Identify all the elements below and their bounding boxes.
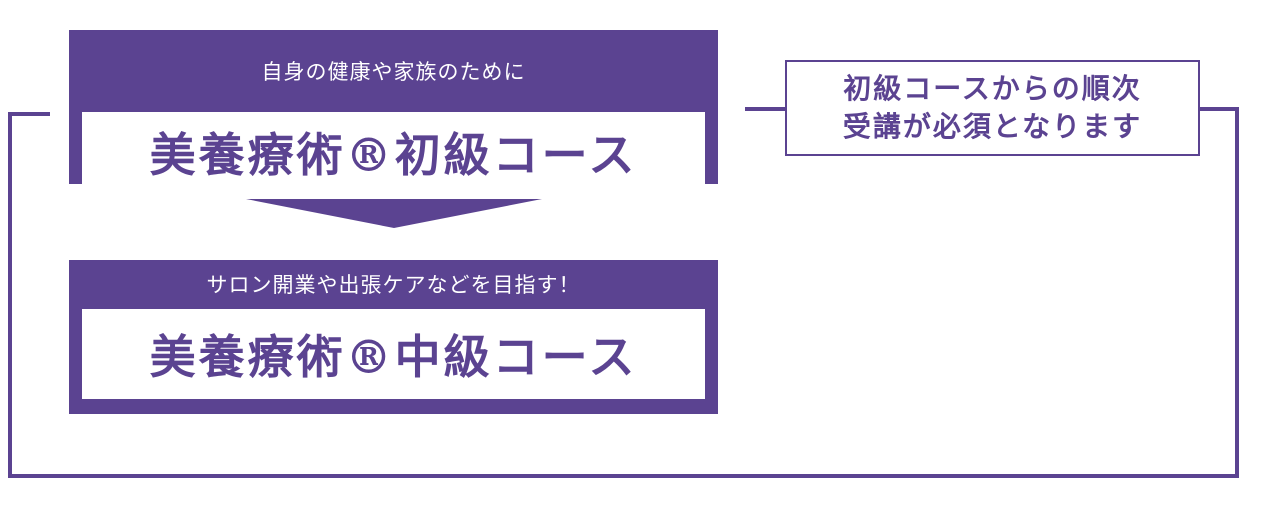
frame-note-connector <box>745 107 785 111</box>
frame-left-top-stub <box>8 112 50 116</box>
intermediate-course-subtitle: サロン開業や出張ケアなどを目指す！ <box>206 273 581 297</box>
frame-left-vertical <box>8 112 12 478</box>
beginner-course-subtitle: 自身の健康や家族のために <box>261 60 526 84</box>
beginner-course-title-panel: 美養療術®初級コース <box>82 112 705 192</box>
beginner-course-box: 自身の健康や家族のために 美養療術®初級コース <box>69 30 718 192</box>
beginner-course-title: 美養療術®初級コース <box>149 128 638 182</box>
sequential-enrollment-note: 初級コースからの順次 受講が必須となります <box>785 60 1200 156</box>
down-arrow-icon <box>246 199 542 228</box>
intermediate-course-box: サロン開業や出張ケアなどを目指す！ 美養療術®中級コース <box>69 260 718 414</box>
note-line-1: 初級コースからの順次 <box>843 72 1142 105</box>
note-line-2: 受講が必須となります <box>842 110 1143 143</box>
intermediate-course-title: 美養療術®中級コース <box>149 330 638 384</box>
frame-bottom <box>8 474 1239 478</box>
frame-right-vertical <box>1235 107 1239 478</box>
frame-right-top-stub <box>1200 107 1239 111</box>
intermediate-course-title-panel: 美養療術®中級コース <box>82 309 705 399</box>
